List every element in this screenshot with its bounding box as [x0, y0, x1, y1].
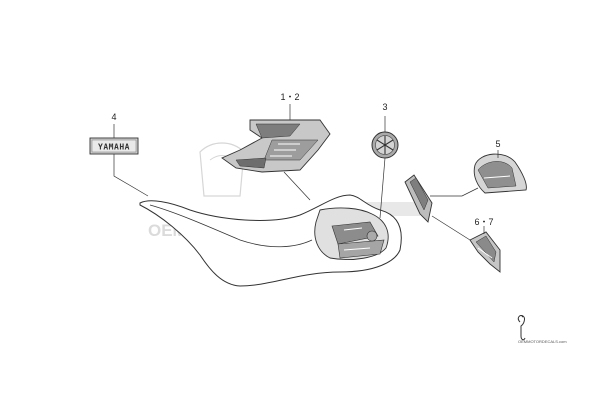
footer-logo: OEMMOTORDECALS.com — [517, 315, 567, 344]
part-5-decal — [473, 153, 527, 194]
callouts: 1・2 3 4 5 6・7 — [111, 92, 500, 227]
part-6-7-decal — [469, 231, 501, 273]
callout-1-2: 1・2 — [280, 92, 299, 102]
leader-1-2b — [283, 171, 311, 201]
seat-side-panel — [139, 194, 402, 287]
leader-6-7b — [431, 215, 471, 241]
leader-3b — [379, 157, 386, 219]
part-1-2-decal — [221, 119, 331, 173]
leader-4b — [113, 154, 149, 197]
callout-4: 4 — [111, 112, 116, 122]
part-3-emblem — [371, 131, 399, 159]
part-4-emblem: YAMAHA — [89, 137, 139, 155]
emblem-label: YAMAHA — [98, 143, 130, 152]
footer-watermark-text: OEMMOTORDECALS.com — [518, 339, 567, 344]
seahorse-logo-icon — [517, 315, 526, 341]
watermark-shield-icon — [199, 142, 245, 197]
leader-lines — [113, 104, 499, 241]
fork-decal — [404, 174, 433, 223]
callout-6-7: 6・7 — [474, 217, 493, 227]
leader-5b — [430, 187, 479, 197]
callout-5: 5 — [495, 139, 500, 149]
callout-3: 3 — [382, 102, 387, 112]
